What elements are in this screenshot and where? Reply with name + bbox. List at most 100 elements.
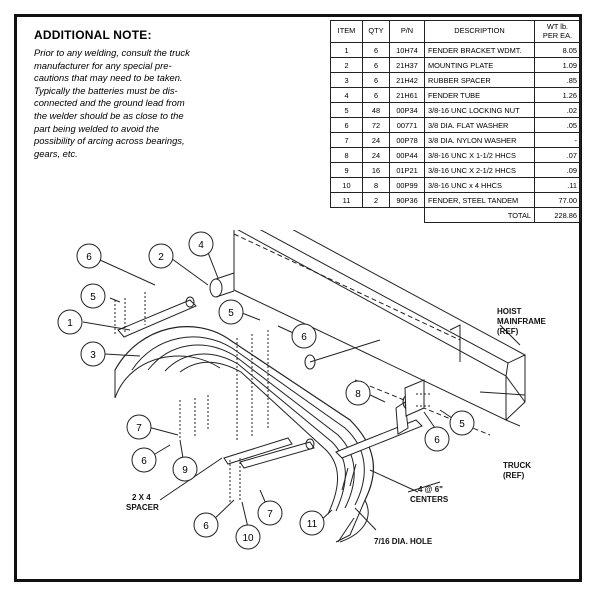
cell-item: 3 — [330, 72, 363, 88]
cell-pn: 01P21 — [389, 162, 425, 178]
svg-text:6: 6 — [203, 521, 209, 532]
svg-text:5: 5 — [459, 419, 465, 430]
cell-description: 3/8 DIA. FLAT WASHER — [424, 117, 535, 133]
exploded-assembly-diagram: 6 2 4 5 1 3 5 6 8 6 5 7 6 9 7 6 10 11 HO… — [57, 230, 547, 550]
svg-text:5: 5 — [90, 292, 96, 303]
callout: 10 — [235, 524, 261, 550]
note-line: the welder should be as close to the — [34, 109, 184, 121]
callout: 6 — [193, 512, 219, 538]
table-header-row: ITEM QTY P/N DESCRIPTION WT lb.PER EA. — [330, 20, 581, 43]
cell-description: 3/8-16 UNC LOCKING NUT — [424, 102, 535, 118]
cell-qty: 72 — [362, 117, 390, 133]
cell-qty: 24 — [362, 132, 390, 148]
cell-description: MOUNTING PLATE — [424, 57, 535, 73]
cell-qty: 6 — [362, 42, 390, 58]
cell-weight: 77.00 — [534, 192, 581, 208]
col-qty: QTY — [362, 20, 390, 43]
callout: 3 — [80, 341, 106, 367]
callout: 2 — [148, 243, 174, 269]
cell-item: 2 — [330, 57, 363, 73]
total-row: TOTAL 228.86 — [331, 207, 581, 223]
cell-pn: 00P34 — [389, 102, 425, 118]
cell-pn: 00P44 — [389, 147, 425, 163]
cell-pn: 90P36 — [389, 192, 425, 208]
cell-weight: - — [534, 132, 581, 148]
fender-bracket-mid — [223, 437, 315, 469]
centers-label-2: CENTERS — [410, 495, 449, 504]
note-line: cautions that may need to be taken. — [34, 72, 183, 84]
cell-pn: 21H61 — [389, 87, 425, 103]
mounting-plate — [404, 379, 425, 417]
callout: 8 — [345, 380, 371, 406]
cell-qty: 48 — [362, 102, 390, 118]
hole-marks — [341, 463, 357, 491]
cell-pn: 10H74 — [389, 42, 425, 58]
fender-bracket-right — [335, 394, 423, 459]
callout: 11 — [299, 510, 325, 536]
cell-qty: 6 — [362, 57, 390, 73]
note-line: connected and the ground lead from — [34, 97, 185, 109]
truck-label-2: (REF) — [503, 471, 525, 480]
callout: 9 — [172, 456, 198, 482]
svg-text:6: 6 — [301, 332, 307, 343]
cell-description: 3/8-16 UNC X 1-1/2 HHCS — [424, 147, 535, 163]
col-weight-line2: PER EA. — [542, 30, 573, 40]
col-weight-line1: WT lb. — [546, 22, 569, 31]
cell-weight: 1.09 — [534, 57, 581, 73]
cell-qty: 16 — [362, 162, 390, 178]
note-line: part being welded to avoid the — [34, 122, 160, 134]
hoist-mainframe — [233, 230, 527, 427]
svg-text:6: 6 — [434, 435, 440, 446]
callout: 6 — [131, 447, 157, 473]
cell-qty: 2 — [362, 192, 390, 208]
cell-pn: 00P78 — [389, 132, 425, 148]
note-line: Typically the batteries must be dis- — [34, 84, 178, 96]
col-item: ITEM — [330, 20, 363, 43]
svg-text:2: 2 — [158, 252, 164, 263]
col-pn: P/N — [389, 20, 425, 43]
fender-tube-top — [209, 272, 235, 298]
callout: 6 — [76, 243, 102, 269]
note-line: gears, etc. — [34, 147, 78, 159]
cell-item: 5 — [330, 102, 363, 118]
cell-weight: 8.05 — [534, 42, 581, 58]
note-body: Prior to any welding, consult the truck … — [34, 47, 324, 160]
callout: 1 — [57, 309, 83, 335]
cell-description: FENDER TUBE — [424, 87, 535, 103]
callout: 5 — [218, 299, 244, 325]
col-weight: WT lb.PER EA. — [534, 20, 581, 43]
callout: 7 — [257, 500, 283, 526]
callout: 5 — [449, 410, 475, 436]
svg-text:6: 6 — [141, 456, 147, 467]
callouts: 6 2 4 5 1 3 5 6 8 6 5 7 6 9 7 6 10 11 — [57, 231, 475, 550]
svg-text:9: 9 — [182, 465, 188, 476]
svg-text:1: 1 — [67, 318, 73, 329]
svg-text:11: 11 — [307, 519, 318, 530]
cell-description: 3/8-16 UNC x 4 HHCS — [424, 177, 535, 193]
cell-qty: 6 — [362, 72, 390, 88]
note-line: manufacturer for any special pre- — [34, 59, 172, 71]
note-title: ADDITIONAL NOTE: — [34, 28, 152, 42]
cell-description: 3/8-16 UNC X 2-1/2 HHCS — [424, 162, 535, 178]
spacer-label-1: 2 X 4 — [132, 493, 151, 502]
cell-item: 8 — [330, 147, 363, 163]
hole-label: 7/16 DIA. HOLE — [374, 537, 433, 546]
additional-note: ADDITIONAL NOTE: Prior to any welding, c… — [34, 28, 324, 160]
svg-text:7: 7 — [267, 509, 273, 520]
cell-weight: .07 — [534, 147, 581, 163]
cell-weight: .11 — [534, 177, 581, 193]
bolt-set — [114, 292, 430, 502]
svg-text:8: 8 — [355, 389, 361, 400]
cell-qty: 24 — [362, 147, 390, 163]
note-line: possibility of arcing across bearings, — [34, 135, 185, 147]
tandem-fender — [114, 326, 374, 543]
